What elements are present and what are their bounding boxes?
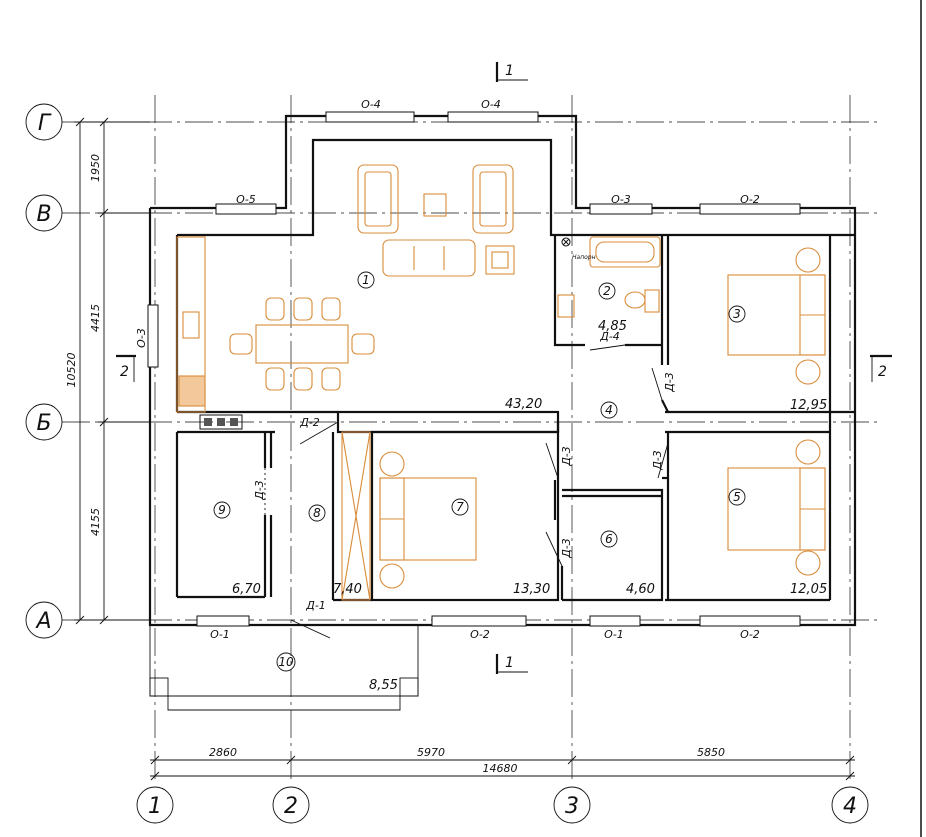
- col-axis-label: 2: [284, 794, 298, 819]
- svg-text:1: 1: [505, 63, 514, 79]
- row-axis-label: Б: [36, 411, 51, 436]
- room-marker-1: 1: [357, 271, 375, 289]
- svg-text:О-2: О-2: [740, 193, 760, 206]
- window-labels: О-4 О-4 О-5 О-3 О-2 О-3 О-1 О-2 О-1 О-2: [135, 98, 760, 641]
- dim-horizontal-2: 5970: [417, 746, 445, 759]
- vertical-dimensions: 1950 4415 4155 10520: [65, 117, 150, 625]
- svg-text:Д-3: Д-3: [253, 480, 266, 501]
- svg-text:Д-2: Д-2: [299, 416, 320, 429]
- col-axis-marker-3: 3: [553, 786, 591, 824]
- col-axis-marker-4: 4: [831, 786, 869, 824]
- dim-horizontal-total: 14680: [483, 762, 518, 775]
- living-room-sofas: [357, 164, 515, 277]
- row-axis-label: А: [34, 609, 51, 634]
- room-marker-2: 2: [598, 282, 616, 300]
- room-number: 3: [733, 307, 741, 321]
- col-axis-label: 4: [843, 794, 857, 819]
- row-axis-marker-b: Б: [25, 403, 63, 441]
- room-number: 1: [362, 273, 370, 287]
- svg-text:О-3: О-3: [611, 193, 631, 206]
- room-marker-8: 8: [308, 504, 326, 522]
- room-areas: 4,85 12,95 43,20 12,05 4,60 13,30 7,40 6…: [232, 319, 827, 693]
- wardrobe-room-8: [341, 431, 371, 601]
- kitchen-unit: [176, 236, 243, 430]
- room-area-5: 12,05: [790, 582, 827, 597]
- section-mark-2-right: 2: [870, 354, 892, 382]
- room-number: 6: [605, 532, 613, 546]
- room-number: 5: [733, 490, 741, 504]
- dining-table: [229, 297, 375, 391]
- room-area-7: 13,30: [513, 582, 550, 597]
- boiler-label: Напорн: [572, 254, 596, 261]
- dim-vertical-total: 10520: [65, 353, 78, 388]
- room-number: 2: [603, 284, 611, 298]
- room-number: 4: [605, 403, 613, 417]
- room-area-2: 4,85: [598, 319, 627, 334]
- svg-text:О-1: О-1: [210, 628, 230, 641]
- interior-walls: [177, 235, 855, 602]
- svg-text:Д-1: Д-1: [305, 599, 326, 612]
- svg-text:О-2: О-2: [470, 628, 490, 641]
- section-mark-1-bottom: 1: [495, 654, 528, 674]
- horizontal-dimensions: 2860 5970 5850 14680: [150, 746, 855, 781]
- room-number: 10: [278, 655, 294, 669]
- col-axis-label: 3: [565, 794, 579, 819]
- row-axis-label: В: [36, 202, 51, 227]
- row-axis-marker-v: В: [25, 194, 63, 232]
- room-marker-7: 7: [451, 498, 469, 516]
- bed-room-7: [379, 451, 477, 589]
- room-marker-5: 5: [728, 488, 746, 506]
- terrace: [149, 625, 419, 711]
- svg-text:О-4: О-4: [361, 98, 381, 111]
- bed-room-5: [727, 439, 826, 576]
- col-axis-marker-1: 1: [136, 786, 174, 824]
- svg-text:Д-4: Д-4: [599, 330, 620, 343]
- col-axis-marker-2: 2: [272, 786, 310, 824]
- room-area-9: 6,70: [232, 582, 261, 597]
- svg-text:О-2: О-2: [740, 628, 760, 641]
- svg-text:О-1: О-1: [604, 628, 624, 641]
- section-mark-1-top: 1: [495, 62, 528, 82]
- svg-text:2: 2: [878, 364, 887, 380]
- room-area-6: 4,60: [626, 582, 655, 597]
- svg-text:О-3: О-3: [135, 328, 148, 348]
- svg-text:Д-3: Д-3: [651, 450, 664, 471]
- svg-text:О-5: О-5: [236, 193, 256, 206]
- door-swings: [264, 344, 669, 639]
- row-axis-label: Г: [38, 111, 52, 136]
- row-axis-marker-g: Г: [25, 103, 63, 141]
- dim-vertical-1: 1950: [89, 154, 102, 182]
- room-marker-10: 10: [276, 652, 296, 672]
- windows: [147, 111, 801, 627]
- dim-vertical-3: 4155: [89, 508, 102, 536]
- room-number: 7: [456, 500, 464, 514]
- svg-text:1: 1: [505, 655, 514, 671]
- svg-text:2: 2: [120, 364, 129, 380]
- room-number: 9: [218, 503, 226, 517]
- room-number: 8: [313, 506, 321, 520]
- svg-text:О-4: О-4: [481, 98, 501, 111]
- room-area-3: 12,95: [790, 398, 827, 413]
- room-area-10: 8,55: [369, 678, 398, 693]
- col-axis-label: 1: [148, 794, 162, 819]
- row-axis-marker-a: А: [25, 601, 63, 639]
- dim-horizontal-3: 5850: [697, 746, 725, 759]
- room-area-4: 43,20: [505, 397, 542, 412]
- door-labels: Д-1 Д-2 Д-3 Д-3 Д-3 Д-3 Д-3 Д-4: [253, 330, 676, 612]
- svg-text:Д-3: Д-3: [560, 446, 573, 467]
- section-mark-2-left: 2: [116, 354, 136, 382]
- room-marker-4: 4: [600, 401, 618, 419]
- room-area-8: 7,40: [333, 582, 362, 597]
- svg-text:Д-3: Д-3: [663, 372, 676, 393]
- room-marker-9: 9: [213, 501, 231, 519]
- room-marker-3: 3: [728, 305, 746, 323]
- svg-text:Д-3: Д-3: [560, 538, 573, 559]
- bed-room-3: [727, 247, 826, 385]
- room-marker-6: 6: [600, 530, 618, 548]
- bathroom-fixtures: Напорн: [557, 236, 661, 318]
- dim-horizontal-1: 2860: [209, 746, 237, 759]
- dim-vertical-2: 4415: [89, 304, 102, 332]
